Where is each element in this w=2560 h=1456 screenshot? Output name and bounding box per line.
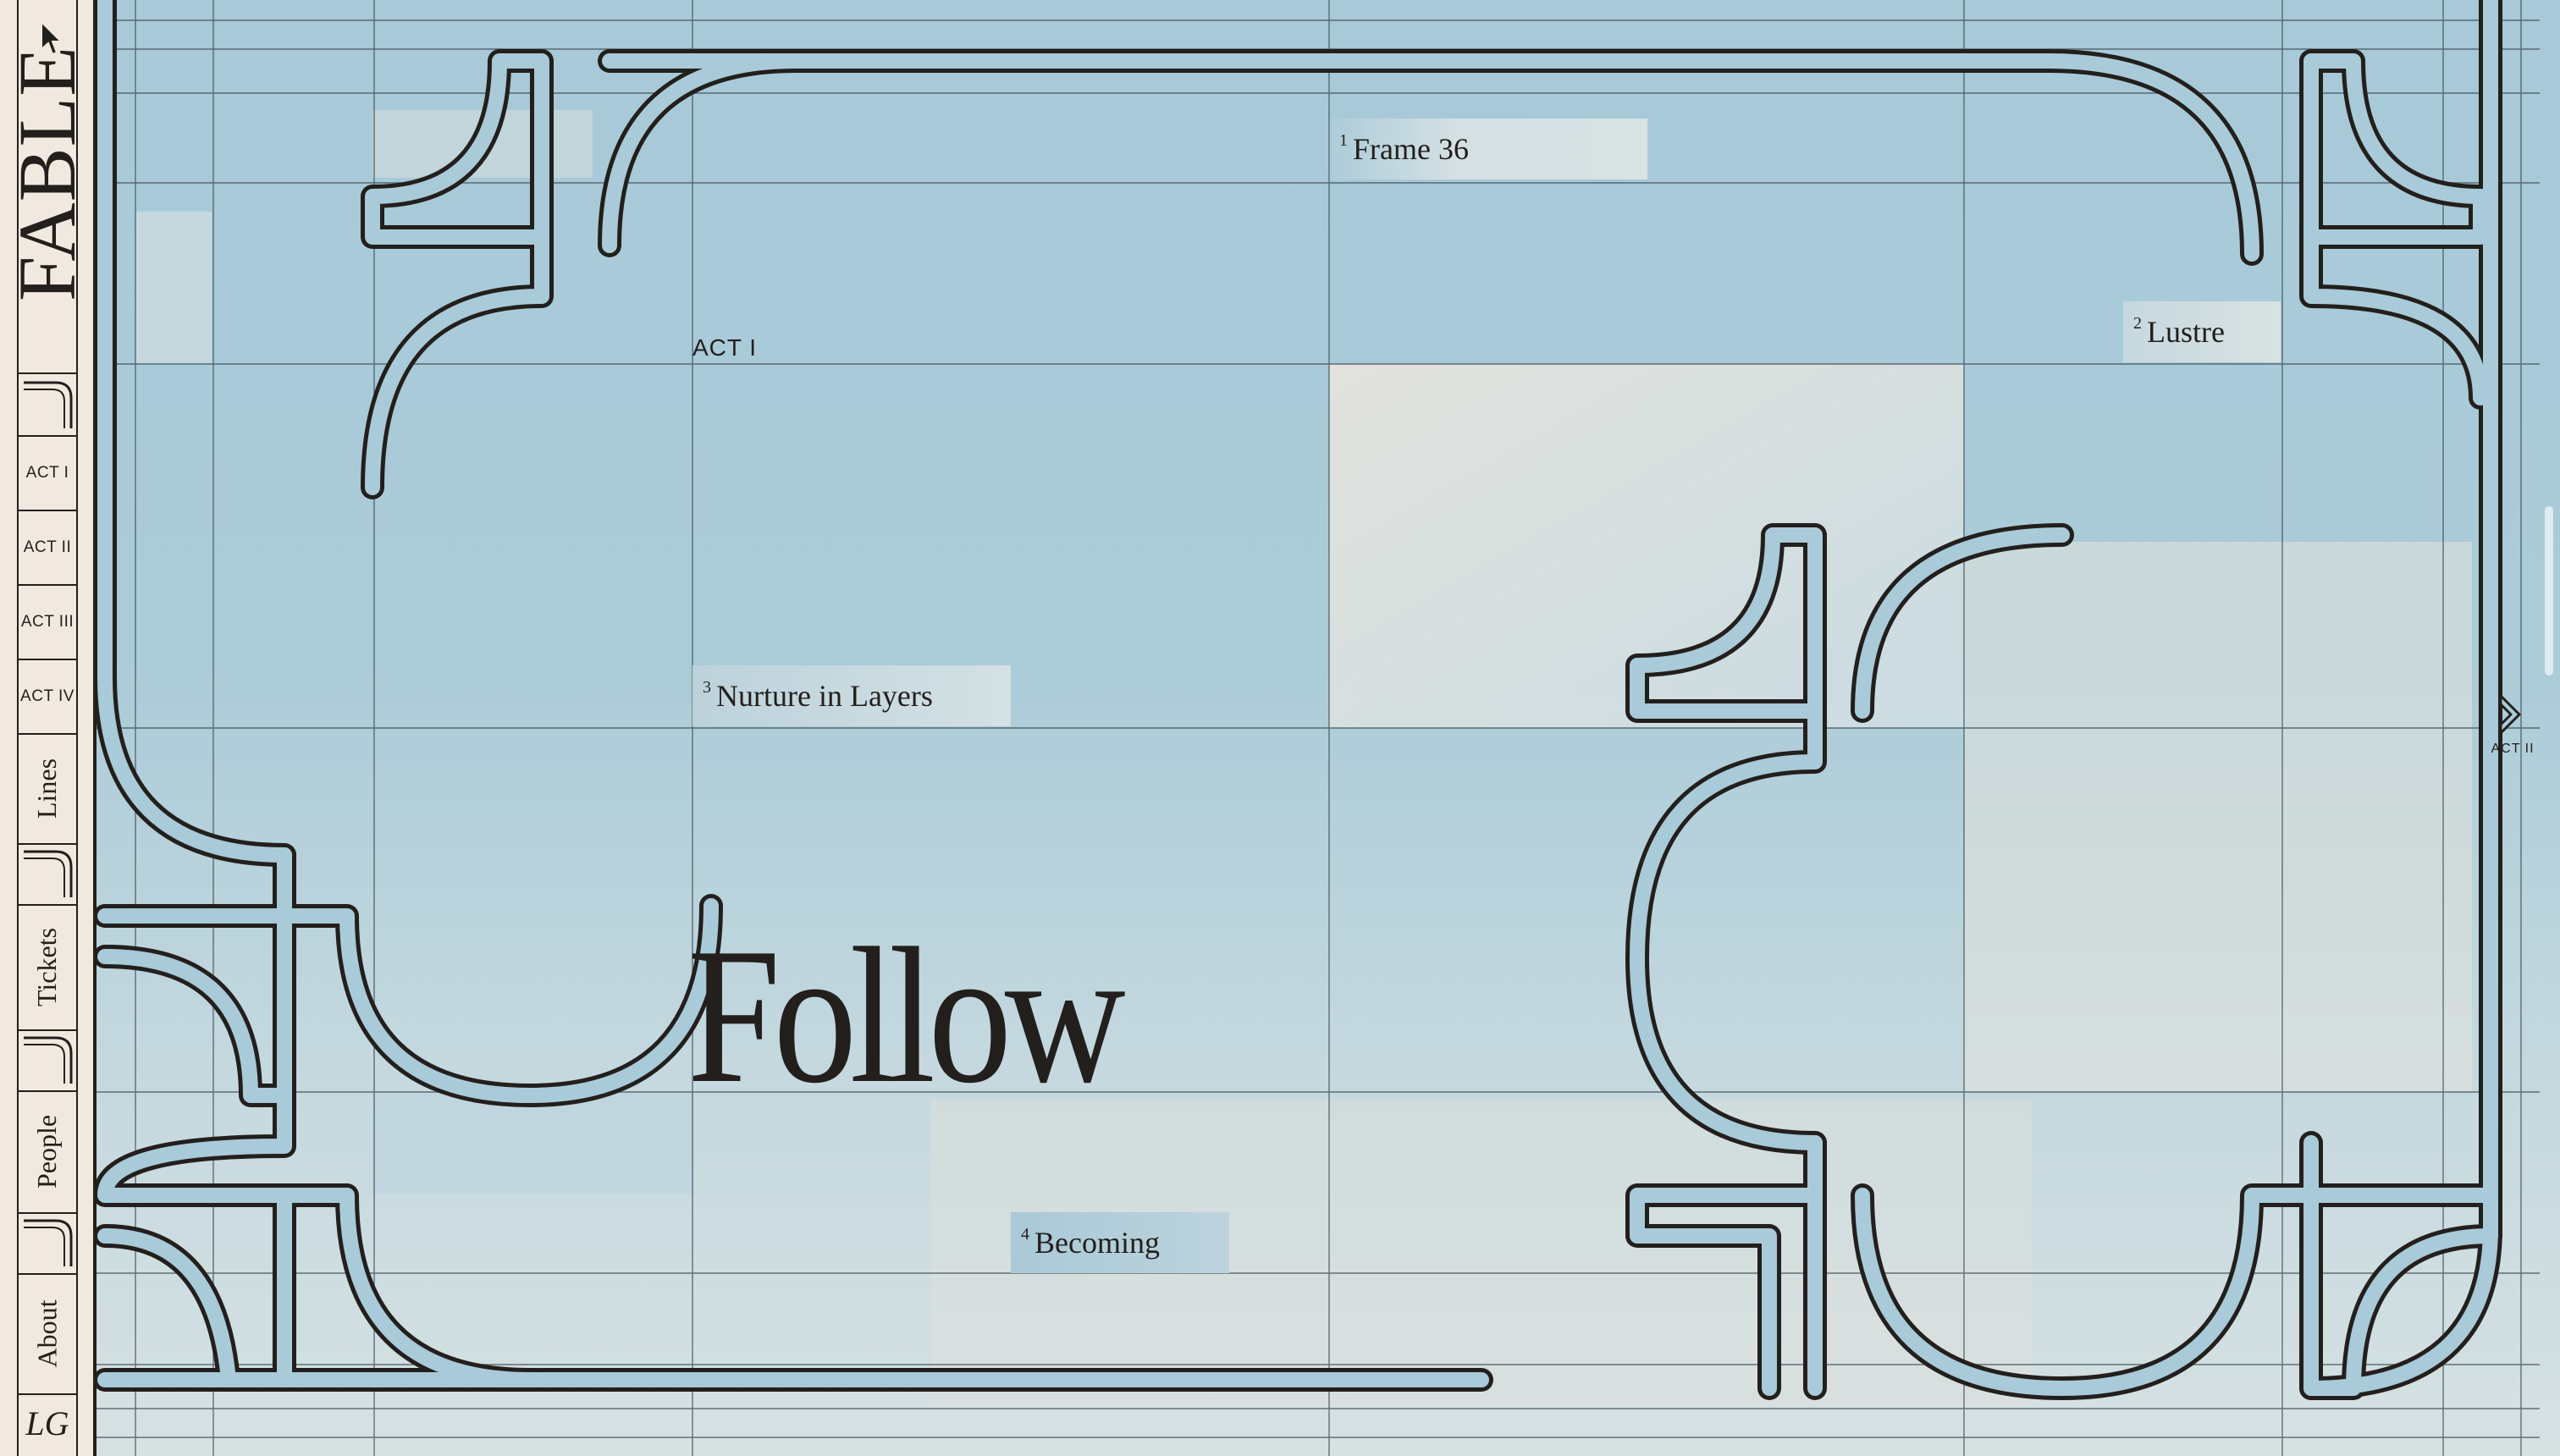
corner-frame-icon	[24, 850, 73, 897]
sidebar-divider	[17, 1212, 78, 1214]
sidebar-link-people[interactable]: People	[19, 1092, 76, 1211]
hero-title: Follow	[687, 907, 1126, 1123]
corner-frame-icon	[24, 1036, 73, 1084]
sidebar-divider	[17, 372, 78, 374]
sidebar-divider	[17, 1029, 78, 1031]
logo-text: FABLE	[2, 46, 92, 301]
sidebar-item-act-2[interactable]: ACT II	[23, 538, 72, 556]
chapter-title: Lustre	[2147, 315, 2225, 349]
sidebar-divider	[17, 584, 78, 586]
sidebar-divider	[17, 733, 78, 735]
corner-frame-icon	[24, 1219, 73, 1266]
sidebar-divider	[17, 435, 78, 437]
chevron-right-icon	[2499, 694, 2521, 735]
sidebar-divider	[17, 510, 78, 511]
sidebar-item-act-3[interactable]: ACT III	[20, 613, 74, 631]
sidebar-divider	[17, 1090, 78, 1092]
grid-lines	[97, 0, 2540, 1456]
sidebar-divider	[17, 904, 78, 906]
sidebar-link-label: About	[31, 1299, 63, 1367]
chapter-link-lustre[interactable]: 2 Lustre	[2123, 301, 2281, 362]
haze-tiles	[135, 110, 2472, 1405]
sidebar-link-label: Lines	[31, 758, 63, 819]
chapter-title: Becoming	[1034, 1226, 1160, 1260]
corner-frame-icon	[24, 381, 73, 428]
scrollbar-thumb[interactable]	[2545, 506, 2553, 676]
chapter-link-nurture-in-layers[interactable]: 3 Nurture in Layers	[692, 665, 1011, 726]
sidebar-link-tickets[interactable]: Tickets	[19, 906, 76, 1028]
chapter-number: 2	[2133, 313, 2142, 333]
sidebar-link-lines[interactable]: Lines	[19, 735, 76, 841]
next-act-label: ACT II	[2491, 742, 2535, 756]
sidebar-rail	[17, 0, 78, 1456]
frame-fill	[97, 0, 2498, 1396]
sidebar-divider	[17, 659, 78, 660]
chapter-number: 3	[703, 677, 711, 697]
chapter-title: Nurture in Layers	[716, 679, 933, 713]
chapter-link-frame-36[interactable]: 1 Frame 36	[1329, 119, 1647, 179]
chapter-number: 4	[1021, 1224, 1029, 1244]
chapter-link-becoming[interactable]: 4 Becoming	[1011, 1212, 1229, 1273]
fable-logo[interactable]: FABLE	[2, 46, 92, 301]
frame-band	[93, 0, 2502, 1400]
sidebar-divider	[17, 843, 78, 845]
sidebar-link-about[interactable]: About	[19, 1275, 76, 1392]
sidebar-item-act-1[interactable]: ACT I	[25, 464, 69, 482]
sidebar-link-label: Tickets	[31, 927, 63, 1007]
next-act-button[interactable]: ACT II	[2487, 691, 2538, 762]
cursor-icon	[41, 20, 63, 56]
sidebar-link-label: People	[31, 1114, 63, 1189]
brand-mark-logo[interactable]: LG	[25, 1404, 69, 1442]
chapter-number: 1	[1339, 130, 1348, 150]
sidebar-divider	[17, 1393, 78, 1395]
sidebar-nav: FABLE ACT I ACT II ACT III ACT IV Lines …	[0, 0, 97, 1456]
chapter-title: Frame 36	[1353, 132, 1469, 166]
current-act-label: ACT I	[692, 334, 758, 361]
sidebar-divider	[17, 1273, 78, 1275]
sidebar-item-act-4[interactable]: ACT IV	[20, 687, 74, 705]
